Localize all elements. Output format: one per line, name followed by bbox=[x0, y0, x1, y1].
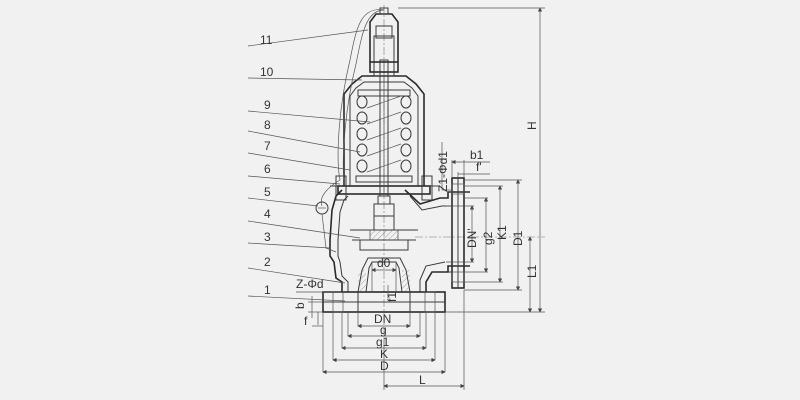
dim-b: b bbox=[293, 302, 307, 309]
cap bbox=[369, 7, 399, 62]
dim-g1: g1 bbox=[376, 335, 390, 349]
part-number-8: 8 bbox=[264, 118, 271, 132]
right-dimensions: H L1 D1 K1 g2 DN' Z1-Φd1 b1 f' bbox=[398, 7, 545, 313]
part-number-5: 5 bbox=[264, 185, 271, 199]
dim-f: f bbox=[304, 314, 308, 328]
dim-g: g bbox=[380, 323, 387, 337]
dim-f1: f1 bbox=[385, 292, 399, 302]
dim-D: D bbox=[380, 359, 389, 373]
dim-D1: D1 bbox=[511, 230, 525, 246]
dim-Z1-phi-d1: Z1-Φd1 bbox=[436, 151, 450, 192]
part-number-7: 7 bbox=[264, 139, 271, 153]
bottom-dimensions: DN g g1 K D L bbox=[322, 290, 465, 390]
left-lower-dimensions: Z-Φd b f bbox=[293, 277, 333, 328]
part-number-1: 1 bbox=[264, 283, 271, 297]
dim-b1: b1 bbox=[470, 148, 484, 162]
part-number-6: 6 bbox=[264, 162, 271, 176]
dim-L1: L1 bbox=[525, 264, 539, 278]
center-lines bbox=[383, 5, 545, 340]
valve-body bbox=[329, 177, 470, 292]
part-number-9: 9 bbox=[264, 98, 271, 112]
dim-K: K bbox=[380, 347, 388, 361]
dim-Z-phi-d: Z-Φd bbox=[296, 277, 324, 291]
dim-K1: K1 bbox=[495, 225, 509, 240]
inner-dimensions: d0 f1 bbox=[371, 256, 399, 302]
dim-H: H bbox=[525, 121, 539, 130]
part-number-4: 4 bbox=[264, 207, 271, 221]
part-number-3: 3 bbox=[264, 230, 271, 244]
part-number-11: 11 bbox=[260, 33, 273, 47]
dim-d0: d0 bbox=[377, 256, 391, 270]
dim-DN-prime: DN' bbox=[465, 228, 479, 248]
stem bbox=[379, 59, 389, 197]
part-number-2: 2 bbox=[264, 255, 271, 269]
part-number-10: 10 bbox=[260, 65, 274, 79]
dim-DN: DN bbox=[374, 312, 391, 326]
seal-wire bbox=[315, 9, 385, 253]
dim-L: L bbox=[419, 373, 426, 387]
part-callouts: 1 2 3 4 5 6 7 8 9 10 11 bbox=[247, 29, 371, 302]
nozzle bbox=[357, 257, 411, 293]
dim-g2: g2 bbox=[481, 231, 495, 245]
dim-f-prime: f' bbox=[476, 160, 482, 174]
adjusting-screw bbox=[369, 25, 399, 77]
